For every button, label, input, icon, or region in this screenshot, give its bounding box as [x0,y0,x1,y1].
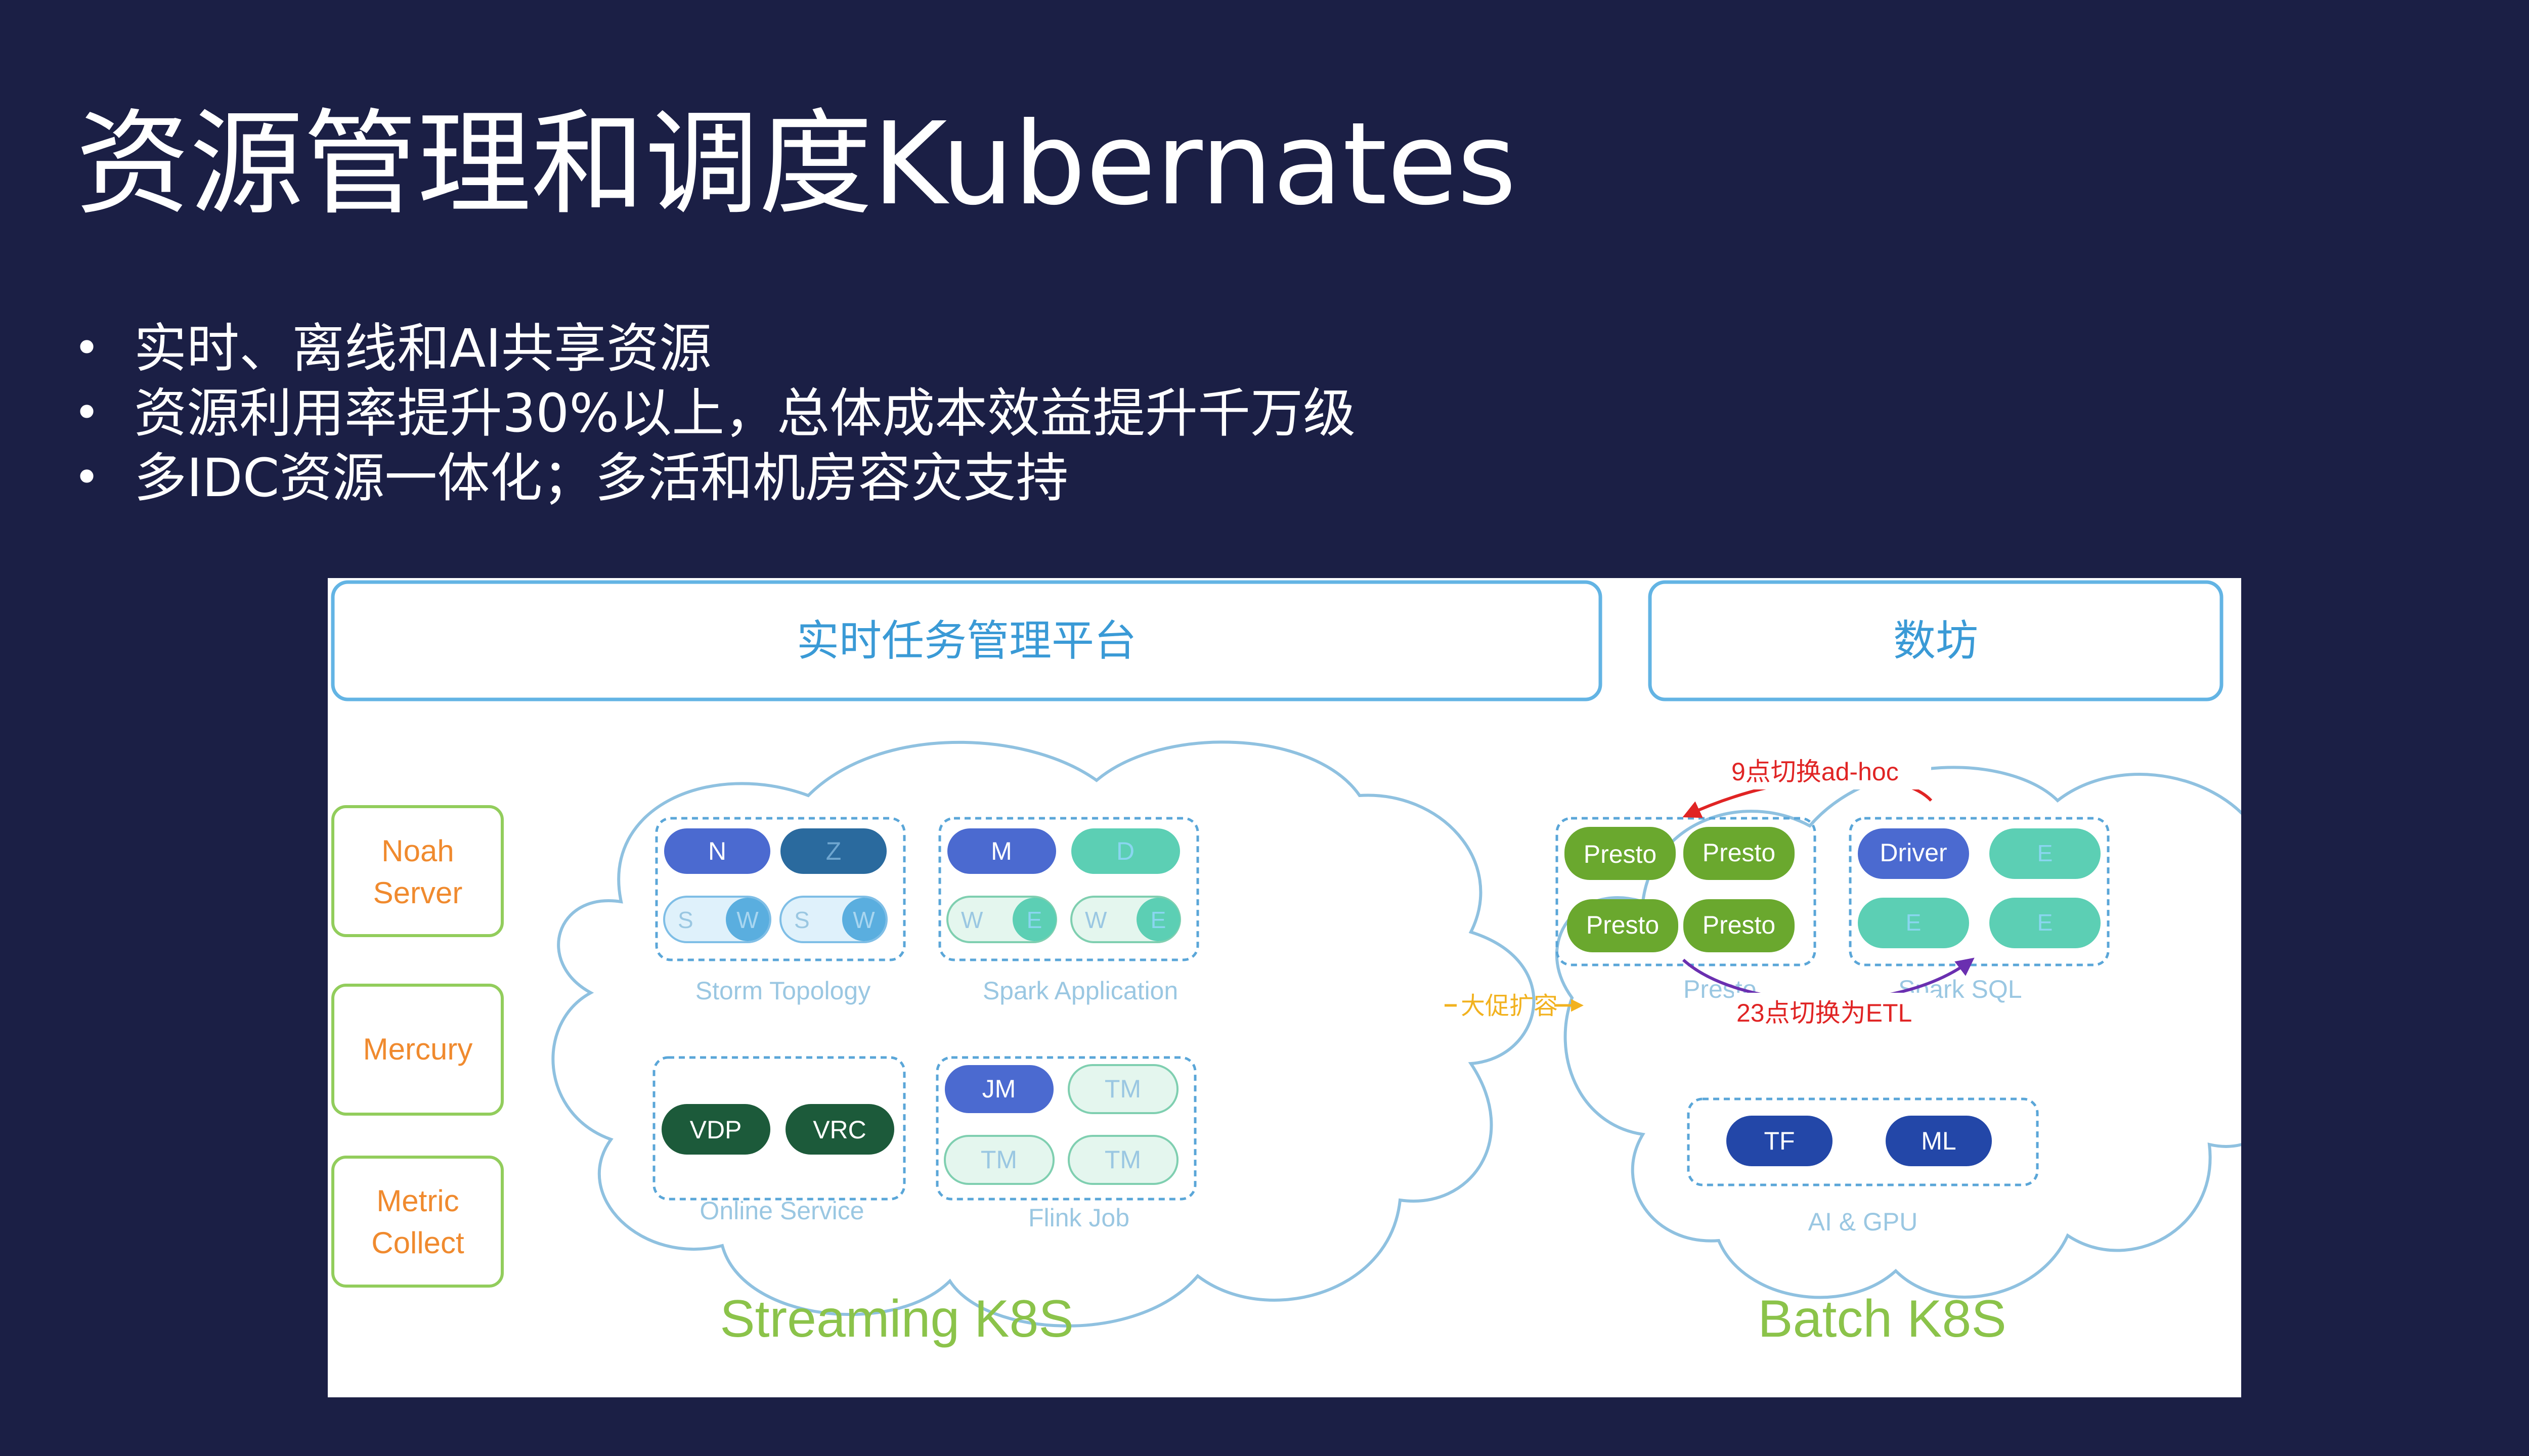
page-title: 资源管理和调度Kubernates [76,98,1517,231]
streaming-cloud [551,740,1536,1328]
spark-executor-label: E [1027,907,1042,933]
vrc-node [786,1104,894,1155]
spark-sql-driver-label: Driver [1880,839,1947,867]
spark-master-label: M [991,837,1012,865]
online-service-label: Online Service [700,1197,864,1225]
metric-collect-box [331,1156,504,1288]
presto-node [1683,899,1795,952]
batch-k8s-label: Batch K8S [1758,1290,2006,1348]
spark-executor-label: E [1151,907,1166,933]
noah-server-label: Noah [381,834,454,868]
zookeeper-node [780,828,887,874]
worker-label: W [853,907,875,933]
presto-node [1564,827,1676,880]
job-manager-label: JM [982,1075,1016,1103]
vdp-label: VDP [690,1116,742,1144]
flink-job-group [936,1056,1197,1201]
spark-sql-driver-node [1858,828,1969,879]
worker-node [842,898,886,941]
batch-cloud [1555,766,2241,1299]
task-manager-label: TM [1105,1145,1141,1174]
nimbus-label: N [708,837,726,865]
mercury-box [331,984,504,1116]
adhoc-switch-label-bg [1729,752,1931,789]
metric-collect-label: Metric [376,1184,459,1218]
metric-collect-label: Collect [371,1226,464,1260]
online-service-group [652,1056,906,1201]
noah-server-label: Server [373,876,463,910]
bullet-dot: • [73,322,101,375]
realtime-platform-label: 实时任务管理平台 [797,617,1137,665]
spark-application-label: Spark Application [983,977,1178,1005]
tf-label: TF [1764,1127,1795,1155]
spark-application-group [938,817,1199,961]
adhoc-switch-label: 9点切换ad-hoc [1731,758,1899,786]
supervisor-label: S [678,907,693,933]
spark-worker-label: W [1085,907,1107,933]
streaming-k8s-label: Streaming K8S [720,1290,1073,1348]
vrc-label: VRC [813,1116,866,1144]
task-manager-node [1068,1135,1179,1185]
spark-driver-node [1071,828,1180,874]
shufang-box [1648,580,2223,701]
task-manager-node [944,1135,1055,1185]
spark-sql-executor-node [1858,898,1969,948]
task-manager-node [1068,1064,1179,1114]
bullet-text: 实时、离线和AI共享资源 [134,318,712,379]
noah-server-box [331,805,504,937]
storm-topology-group [655,817,906,961]
bullet-item: • 多IDC资源一体化；多活和机房容灾支持 [66,446,1356,510]
task-manager-label: TM [1105,1075,1141,1103]
bullet-text: 资源利用率提升30%以上，总体成本效益提升千万级 [134,382,1356,444]
presto-node-label: Presto [1703,839,1776,867]
tf-node [1726,1116,1833,1166]
presto-node [1683,827,1795,880]
presto-node-label: Presto [1584,840,1657,868]
shufang-label: 数坊 [1893,617,1978,665]
spark-sql-executor-label: E [1906,909,1922,936]
ml-label: ML [1921,1127,1956,1155]
ai-gpu-label: AI & GPU [1808,1208,1918,1236]
task-manager-label: TM [981,1145,1017,1174]
presto-node-label: Presto [1586,911,1660,939]
bullet-text: 多IDC资源一体化；多活和机房容灾支持 [134,447,1069,509]
bullet-dot: • [73,386,101,439]
ml-node [1886,1116,1992,1166]
flink-job-label: Flink Job [1028,1204,1129,1232]
mercury-label: Mercury [363,1032,473,1066]
spark-executor-node [1013,898,1056,941]
etl-switch-label: 23点切换为ETL [1736,999,1912,1027]
presto-node-label: Presto [1703,911,1776,939]
bullet-dot: • [73,451,101,504]
storm-topology-label: Storm Topology [695,977,870,1005]
ai-gpu-group [1687,1097,2039,1186]
worker-node [726,898,769,941]
spark-sql-executor-node [1989,898,2101,948]
zookeeper-label: Z [826,837,842,865]
spark-worker-label: W [961,907,983,933]
bullet-item: • 资源利用率提升30%以上，总体成本效益提升千万级 [66,381,1356,446]
spark-sql-group [1849,817,2110,966]
spark-sql-executor-label: E [2037,840,2053,866]
bullet-list: •实时、离线和AI共享资源 •资源利用率提升30%以上，总体成本效益提升千万级 … [66,316,1356,510]
etl-switch-label-bg [1734,993,1936,1031]
spark-driver-label: D [1116,837,1135,865]
worker-label: W [736,907,759,933]
presto-group [1555,817,1816,966]
realtime-platform-box [331,580,1602,701]
spark-sql-executor-node [1989,828,2101,879]
architecture-diagram: 实时任务管理平台 数坊 Noah Server Mercury Metric C… [328,578,2241,1397]
nimbus-node [664,828,770,874]
supervisor-label: S [794,907,810,933]
job-manager-node [945,1065,1054,1113]
spark-sql-executor-label: E [2037,909,2053,936]
vdp-node [662,1104,770,1155]
spark-executor-node [1137,898,1180,941]
bullet-item: • 实时、离线和AI共享资源 [66,316,1356,381]
presto-node [1567,899,1678,952]
promo-arrow-label: 大促扩容 [1461,993,1558,1020]
spark-master-node [947,828,1056,874]
